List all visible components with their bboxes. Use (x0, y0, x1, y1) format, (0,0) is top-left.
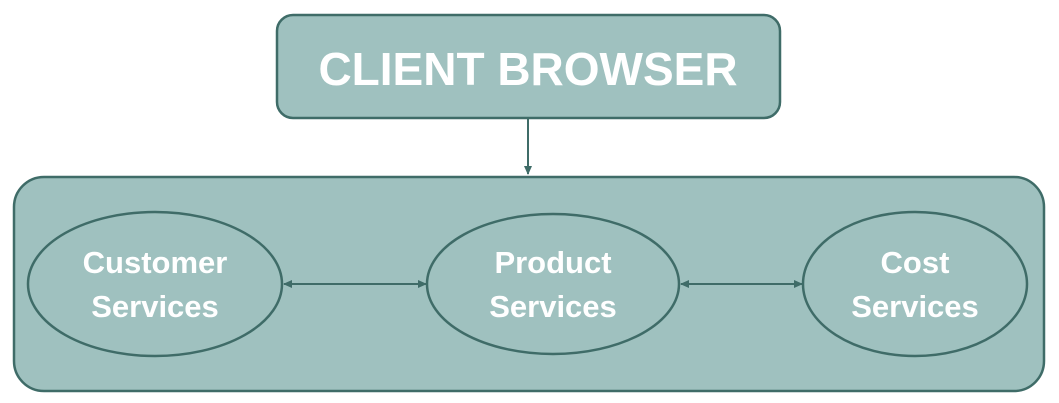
cost-services-label-line2: Services (851, 289, 979, 324)
product-services-node: Product Services (425, 212, 681, 356)
client-browser-label: CLIENT BROWSER (318, 43, 737, 95)
customer-services-label-line2: Services (91, 289, 219, 324)
product-services-label-line2: Services (489, 289, 617, 324)
product-services-label-line1: Product (494, 245, 611, 280)
cost-services-label-line1: Cost (881, 245, 950, 280)
customer-services-node: Customer Services (26, 210, 284, 358)
cost-services-node: Cost Services (801, 210, 1029, 358)
customer-services-label-line1: Customer (83, 245, 228, 280)
client-browser-box: CLIENT BROWSER (275, 13, 782, 120)
